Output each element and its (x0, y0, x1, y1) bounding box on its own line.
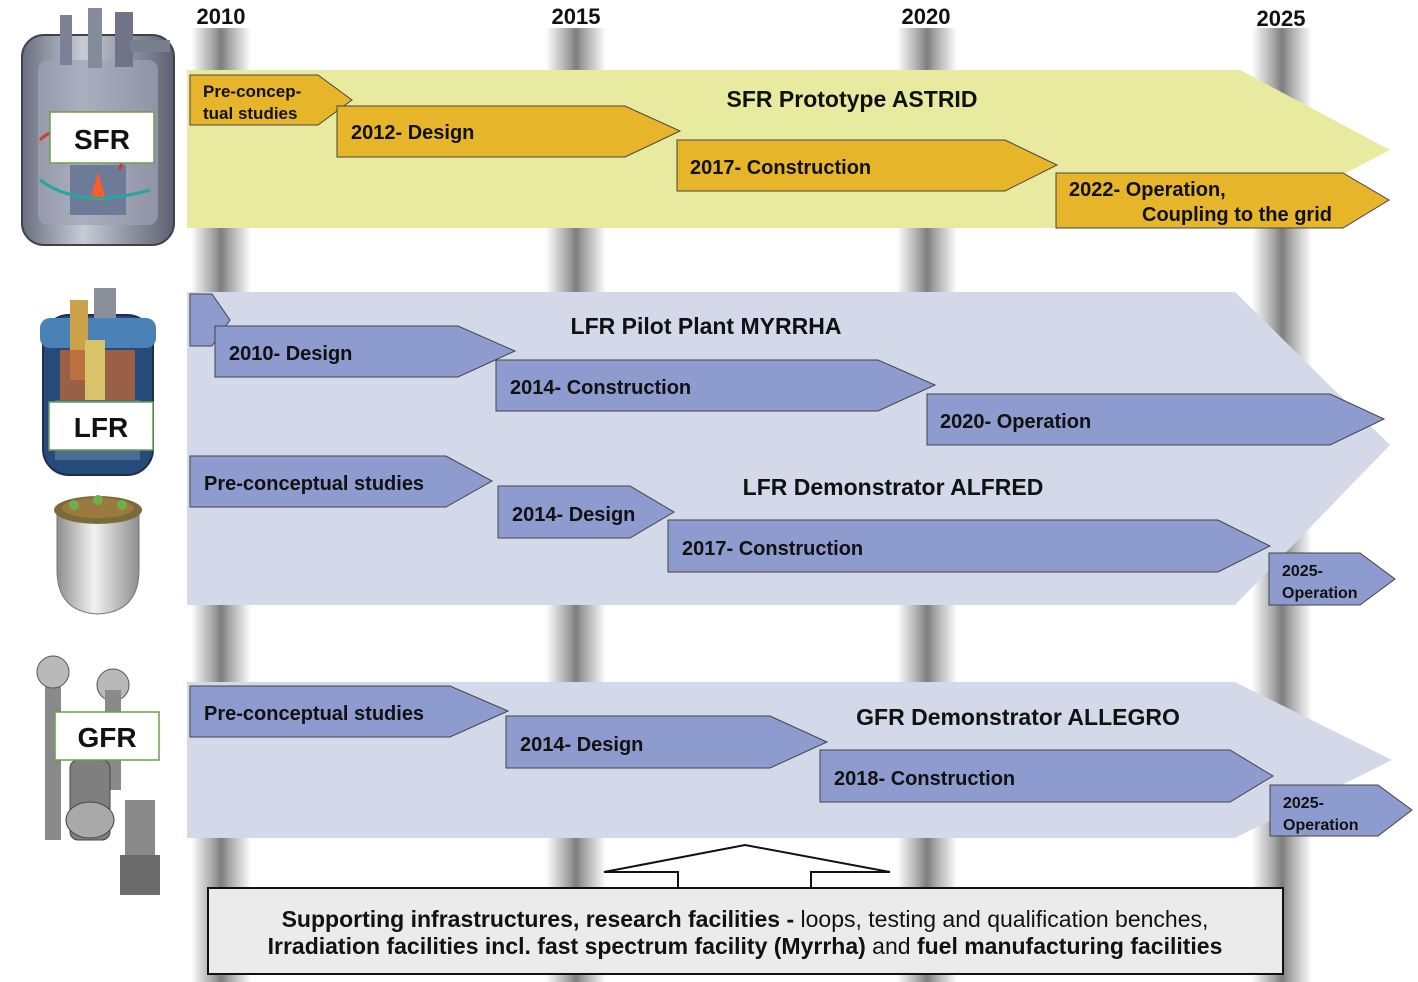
gfr-phase-design-label: 2014- Design (520, 734, 643, 756)
sfr-phase-construction (676, 139, 1059, 192)
gfr-phase-design (505, 715, 829, 769)
sfr-phases: Pre-concep- tual studies 2012- Design 20… (189, 74, 1390, 229)
lfr-demo-programme-title: LFR Demonstrator ALFRED (743, 474, 1044, 500)
sfr-phase-preconceptual-label: Pre-concep- tual studies (203, 82, 306, 123)
alfred-vessel-image (54, 495, 142, 615)
gfr-phase-operation (1269, 784, 1413, 837)
lfr-tag-label: LFR (74, 412, 128, 443)
lfr-demo-phases: Pre-conceptual studies 2014- Design 2017… (189, 455, 1396, 606)
gfr-phase-preconceptual-label: Pre-conceptual studies (204, 703, 424, 725)
gfr-reactor-image (36, 655, 160, 895)
lfr-pilot-phase-operation (926, 393, 1386, 446)
lfr-pilot-phase-design-label: 2010- Design (229, 343, 352, 365)
lfr-demo-phase-preconceptual (189, 455, 494, 508)
support-box (207, 887, 1284, 975)
support-line-2: Irradiation facilities incl. fast spectr… (268, 933, 1223, 959)
year-labels: 2010 2015 2020 2025 (197, 4, 1306, 31)
sfr-tag-label: SFR (74, 124, 130, 155)
lfr-demo-phase-construction (667, 519, 1272, 573)
lfr-pilot-phase-construction (495, 359, 937, 412)
lfr-pilot-phases: 2010- Design 2014- Construction 2020- Op… (189, 293, 1386, 446)
sfr-phase-operation (1055, 172, 1390, 229)
gfr-tag-label: GFR (77, 722, 136, 753)
year-label-2020: 2020 (902, 4, 951, 29)
lfr-demo-phase-construction-label: 2017- Construction (682, 538, 863, 560)
sfr-tag-box (49, 111, 155, 164)
lfr-demo-phase-preconceptual-label: Pre-conceptual studies (204, 473, 424, 495)
lfr-pilot-phase-operation-label: 2020- Operation (940, 411, 1091, 433)
year-label-2010: 2010 (197, 4, 246, 29)
lfr-demo-phase-design (497, 485, 675, 539)
year-label-2025: 2025 (1257, 6, 1306, 31)
lfr-demo-phase-operation (1268, 552, 1396, 606)
gfr-phase-construction (819, 749, 1274, 803)
sfr-phase-construction-label: 2017- Construction (690, 157, 871, 179)
lfr-pilot-phase-construction-label: 2014- Construction (510, 377, 691, 399)
gfr-phase-preconceptual (189, 685, 510, 738)
lfr-pilot-phase-design (214, 325, 517, 378)
sfr-phase-design (336, 105, 682, 158)
gfr-phases: Pre-conceptual studies 2014- Design 2018… (189, 685, 1413, 837)
sfr-phase-operation-label: 2022- Operation, Coupling to the grid (1069, 179, 1332, 226)
gfr-programme-title: GFR Demonstrator ALLEGRO (856, 704, 1180, 730)
sfr-phase-preconceptual (189, 74, 353, 126)
gfr-tag-box (54, 711, 160, 761)
gfr-phase-operation-label: 2025- Operation (1283, 795, 1359, 834)
support-line-1: Supporting infrastructures, research fac… (282, 906, 1209, 932)
lfr-tag-box (48, 401, 154, 451)
sfr-phase-design-label: 2012- Design (351, 122, 474, 144)
lfr-demo-phase-design-label: 2014- Design (512, 504, 635, 526)
support-up-arrow (603, 843, 891, 889)
lfr-pilot-programme-title: LFR Pilot Plant MYRRHA (571, 313, 842, 339)
lfr-demo-phase-operation-label: 2025- Operation (1282, 563, 1358, 602)
sfr-programme-title: SFR Prototype ASTRID (727, 86, 978, 112)
gfr-phase-construction-label: 2018- Construction (834, 768, 1015, 790)
year-label-2015: 2015 (552, 4, 601, 29)
